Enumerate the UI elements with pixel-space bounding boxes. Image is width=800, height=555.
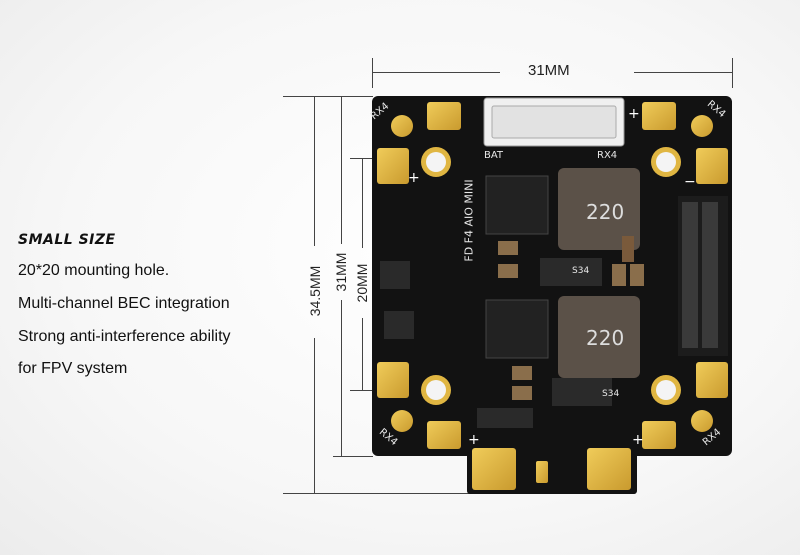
capacitor [498,241,518,255]
mount-hole [656,152,676,172]
dim-width-tick-left [372,58,373,88]
chip [552,378,612,406]
plus-sign-bottom-right: + [632,432,644,448]
pad [691,410,713,432]
capacitor [498,264,518,278]
feature-line-1: 20*20 mounting hole. [18,262,170,279]
pad [472,448,516,490]
feature-line-2: Multi-channel BEC integration [18,295,230,312]
dim-outer-label: 34.5MM [307,265,323,317]
dim-width-label: 31MM [528,62,570,79]
pad [391,410,413,432]
dim-inner-label: 31MM [333,252,349,292]
chip [477,408,533,428]
section-heading: SMALL SIZE [18,232,116,248]
pad [696,362,728,398]
inductor-label-top: 220 [586,200,625,224]
feature-line-3: Strong anti-interference ability [18,328,231,345]
pad [587,448,631,490]
dim-inner-line-bottom [341,300,342,456]
flight-controller-board [372,96,732,494]
pad [427,421,461,449]
dim-inner-tick-top [333,96,373,97]
plus-sign-left: + [408,170,420,186]
inductor [558,296,640,378]
capacitor [622,236,634,262]
rx-label-connector: RX4 [597,150,618,161]
header [702,202,718,348]
header [682,202,698,348]
feature-line-4: for FPV system [18,360,128,377]
inductor-label-bottom: 220 [586,326,625,350]
chip [540,258,602,286]
capacitor [630,264,644,286]
dim-inner-tick-bottom [333,456,373,457]
chip [380,261,410,289]
mount-hole [426,380,446,400]
pad [377,362,409,398]
minus-sign-right: − [684,174,696,190]
pad [691,115,713,137]
dim-mount-line-top [362,158,363,248]
capacitor [612,264,626,286]
pad [536,461,548,483]
chip [384,311,414,339]
chip-label-bottom: S34 [602,389,620,399]
inductor [558,168,640,250]
dim-mount-line-bottom [362,318,363,390]
mount-hole [426,152,446,172]
dim-width-tick-right [732,58,733,88]
chip [485,299,549,359]
dim-width-line-left [372,72,500,73]
chip-label-top: S34 [572,266,590,276]
pad [696,148,728,184]
mount-hole [656,380,676,400]
capacitor [512,386,532,400]
bat-label: BAT [484,150,504,161]
pad [642,102,676,130]
dim-width-line-right [634,72,732,73]
plus-sign-top-right: + [628,106,640,122]
pad [377,148,409,184]
pad [642,421,676,449]
dim-outer-line-top [314,96,315,246]
dim-outer-tick-top [283,96,373,97]
pad [391,115,413,137]
chip [485,175,549,235]
dim-outer-line-bottom [314,338,315,493]
capacitor [512,366,532,380]
battery-connector [491,105,617,139]
board-name-label: FD F4 AIO MINI [462,179,476,262]
dim-outer-tick-bottom [283,493,473,494]
pad [427,102,461,130]
dim-inner-line-top [341,96,342,244]
dim-mount-label: 20MM [354,263,370,303]
plus-sign-bottom-left: + [468,432,480,448]
